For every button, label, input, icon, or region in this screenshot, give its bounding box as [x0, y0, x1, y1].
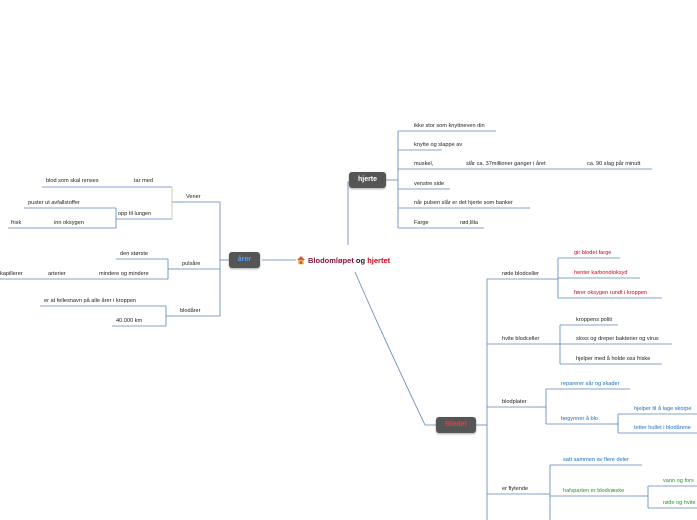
arer-item[interactable]: tar med	[134, 178, 153, 184]
hjerte-item[interactable]: muskel,	[414, 161, 434, 167]
blodet-item[interactable]: hjelper med å holde oss friske	[576, 356, 651, 362]
hjerte-item[interactable]: ikke stor som knyttneven din	[414, 123, 485, 129]
arer-item[interactable]: Vener	[186, 194, 201, 200]
blodet-item[interactable]: røde blodceller	[502, 271, 539, 277]
hjerte-item[interactable]: rød,lilla	[460, 220, 479, 226]
arer-item[interactable]: er at fellesnavn på alle årer i kroppen	[44, 298, 137, 304]
blodet-item[interactable]: fører oksygen rundt i kroppen	[574, 290, 648, 296]
arer-item[interactable]: arterier	[48, 271, 66, 277]
arer-item[interactable]: puster ut avfallstoffer	[28, 200, 80, 206]
central-topic[interactable]: Blodomløpet og hjertet	[296, 255, 390, 265]
blodet-item[interactable]: sloss og dreper bakterier og virus	[576, 336, 659, 342]
central-title-part3: hjertet	[367, 256, 391, 265]
blodet-item[interactable]: tetter hullet i blodårene	[634, 425, 691, 431]
arer-item[interactable]: opp til lungen	[118, 211, 152, 217]
house-icon	[297, 256, 305, 265]
blodet-item[interactable]: reparerer sår og skader	[561, 381, 620, 387]
blodet-item[interactable]: blodplater	[502, 399, 527, 405]
arer-item[interactable]: den største	[120, 251, 148, 257]
arer-item[interactable]: frisk	[11, 220, 22, 226]
blodet-item[interactable]: vann og fors	[663, 478, 694, 484]
arer-item[interactable]: blodårer	[180, 308, 201, 314]
arer-item[interactable]: kapillerer	[0, 271, 23, 277]
blodet-item[interactable]: hjelper til å lage skorpe	[634, 406, 692, 412]
blodet-item[interactable]: kroppens politi	[576, 317, 613, 323]
arer-item[interactable]: 40.000 km	[116, 318, 143, 324]
hjerte-item[interactable]: knytte og slappe av	[414, 142, 463, 148]
blodet-item[interactable]: hvite blodceller	[502, 336, 540, 342]
arer-item[interactable]: inn oksygen	[54, 220, 84, 226]
hjerte-item[interactable]: slår ca. 37millioner ganger i året	[466, 161, 546, 167]
blodet-item[interactable]: gir blodet farge	[574, 250, 612, 256]
blodet-item[interactable]: begynner å blo	[561, 416, 599, 422]
arer-item[interactable]: mindere og mindere	[99, 271, 149, 277]
blodet-item[interactable]: satt sammen av flere deler	[563, 457, 629, 463]
node-arer[interactable]: årer	[229, 252, 260, 268]
hjerte-item[interactable]: når pulsen slår er det hjerte som banker	[414, 200, 513, 206]
blodet-item[interactable]: halvparten er blodvæske	[563, 488, 625, 494]
hjerte-item[interactable]: ca. 90 slag pår minutt	[587, 161, 641, 167]
hjerte-item[interactable]: venstre side	[414, 181, 445, 187]
central-title-part1: Blodomløpet	[308, 256, 354, 265]
blodet-item[interactable]: henter karbondioksyd	[574, 270, 628, 276]
node-blodet[interactable]: Blodet	[436, 417, 476, 433]
hjerte-item[interactable]: Farge	[414, 220, 429, 226]
arer-item[interactable]: blod som skal renses	[46, 178, 99, 184]
node-hjerte[interactable]: hjerte	[349, 172, 386, 188]
central-title-part2: og	[355, 256, 366, 265]
blodet-item[interactable]: røde og hvite	[663, 500, 696, 506]
blodet-item[interactable]: er flytende	[502, 486, 529, 492]
arer-item[interactable]: pulsåre	[182, 261, 201, 267]
